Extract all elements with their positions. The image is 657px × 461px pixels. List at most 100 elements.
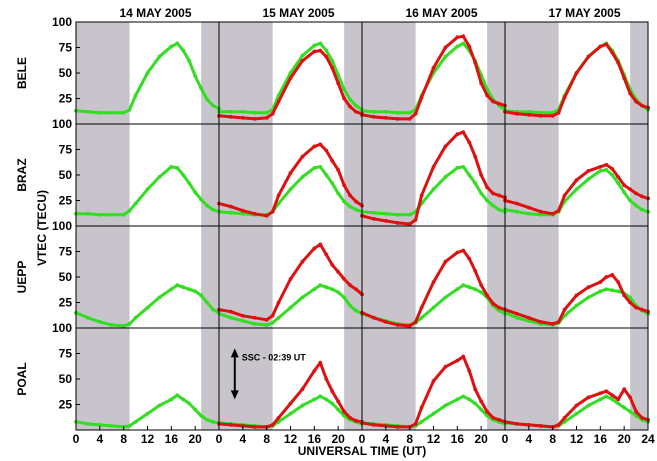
series-bele-2-storm-point (383, 115, 388, 120)
series-uepp-3-quiet-point (598, 289, 603, 294)
x-tick-label: 0 (73, 432, 80, 446)
series-braz-1-quiet-point (336, 191, 341, 196)
series-poal-1-quiet-point (342, 413, 347, 418)
series-bele-1-quiet-point (240, 109, 245, 114)
series-braz-1-quiet-point (288, 187, 293, 192)
series-bele-1-storm-point (264, 115, 269, 120)
series-poal-2-quiet-point (431, 411, 436, 416)
series-poal-0-quiet-point (157, 403, 162, 408)
series-braz-1-storm-point (324, 148, 329, 153)
series-uepp-2-storm-point (479, 283, 484, 288)
series-poal-1-storm-point (300, 387, 305, 392)
series-uepp-2-storm-point (497, 305, 501, 310)
series-uepp-1-storm-point (264, 317, 269, 322)
y-tick-label: 25 (59, 92, 73, 106)
series-uepp-1-quiet-point (264, 323, 269, 327)
series-bele-0-quiet-line (74, 41, 221, 115)
series-bele-2-quiet-point (443, 54, 448, 59)
series-uepp-3-storm-point (598, 280, 603, 284)
series-uepp-3-quiet-point (610, 288, 615, 293)
series-uepp-2-storm-point (407, 324, 412, 328)
y-tick-label: 75 (59, 41, 73, 55)
series-poal-3-storm-point (628, 395, 633, 400)
series-uepp-2-storm-point (372, 315, 376, 320)
series-poal-1-storm-point (348, 415, 352, 420)
series-uepp-1-storm-point (312, 246, 317, 251)
series-braz-2-storm-point (443, 144, 448, 149)
night-shade-poal-2-1 (487, 328, 505, 430)
night-shade-poal-1-0 (219, 328, 273, 430)
column-header: 17 MAY 2005 (548, 6, 620, 20)
x-tick-label: 4 (239, 432, 246, 446)
series-braz-3-storm-point (526, 205, 531, 210)
series-bele-3-storm-point (515, 111, 519, 116)
series-uepp-2-storm-point (485, 293, 490, 298)
series-braz-1-quiet-point (276, 201, 281, 206)
series-poal-1-storm-point (276, 415, 281, 420)
ssc-annotation: SSC - 02:39 UT (242, 352, 307, 362)
y-tick-label: 75 (59, 245, 73, 259)
series-poal-2-storm-point (455, 358, 460, 363)
series-bele-2-storm-point (473, 60, 478, 65)
series-poal-2-quiet-point (473, 401, 478, 406)
series-uepp-1-quiet-point (312, 287, 317, 292)
series-bele-1-storm-point (276, 99, 281, 104)
series-uepp-0-quiet-point (199, 293, 204, 298)
series-uepp-3-storm-point (526, 315, 531, 320)
night-shade-bele-1-0 (219, 22, 273, 124)
night-shade-poal-1-1 (344, 328, 362, 430)
night-shade-bele-2-0 (362, 22, 416, 124)
series-uepp-1-storm-point (229, 309, 233, 314)
series-braz-2-storm-point (431, 164, 436, 169)
series-uepp-1-storm-point (270, 313, 275, 318)
series-braz-0-quiet-point (145, 187, 150, 192)
series-poal-3-quiet-point (616, 401, 621, 406)
series-braz-1-storm-point (252, 211, 257, 216)
series-poal-1-storm-point (354, 418, 358, 423)
series-uepp-0-quiet-point (187, 287, 192, 292)
series-braz-3-quiet-point (526, 211, 531, 216)
x-tick-label: 0 (502, 432, 509, 446)
series-poal-2-storm-point (443, 364, 448, 369)
series-braz-0-quiet-point (181, 173, 186, 177)
series-uepp-1-quiet-point (348, 303, 352, 308)
series-poal-3-storm-point (640, 415, 644, 420)
series-poal-2-quiet-point (461, 394, 466, 399)
series-poal-2-storm-point (479, 399, 484, 404)
series-bele-3-storm-point (556, 110, 561, 115)
series-bele-0-quiet-point (205, 97, 209, 102)
series-poal-2-storm-point (383, 424, 388, 428)
series-uepp-2-quiet-point (455, 287, 460, 292)
series-bele-3-storm-point (598, 44, 603, 49)
series-poal-1-quiet-point (336, 407, 341, 412)
series-uepp-2-quiet-point (419, 315, 424, 320)
series-poal-3-storm-point (574, 403, 579, 408)
series-bele-1-storm-point (342, 96, 347, 101)
x-tick-label: 8 (406, 432, 413, 446)
series-braz-1-quiet-point (354, 207, 358, 212)
series-poal-1-storm-point (330, 389, 335, 394)
series-braz-1-storm-point (312, 144, 317, 149)
series-uepp-3-storm-point (550, 322, 555, 326)
series-bele-0-quiet-point (133, 93, 138, 98)
series-uepp-1-quiet-point (252, 322, 257, 326)
series-uepp-1-quiet-point (324, 285, 329, 290)
series-bele-0-quiet-point (121, 110, 126, 115)
series-bele-0-quiet-point (175, 41, 180, 46)
series-uepp-3-storm-point (586, 285, 591, 290)
series-bele-2-storm-point (431, 66, 436, 70)
y-tick-label: 75 (59, 347, 73, 361)
series-braz-2-storm-point (455, 132, 460, 137)
series-bele-2-storm-point (443, 45, 448, 50)
series-poal-2-quiet-point (467, 397, 472, 402)
series-uepp-1-storm-point (324, 252, 329, 257)
series-braz-1-storm-line (217, 142, 364, 218)
series-uepp-2-quiet-point (467, 285, 472, 290)
series-uepp-3-quiet-point (574, 303, 579, 308)
series-poal-2-storm-point (372, 423, 376, 427)
series-bele-1-storm-point (330, 66, 335, 70)
series-braz-0-quiet-point (175, 165, 180, 170)
y-tick-label: 75 (59, 143, 73, 157)
series-braz-3-storm-point (634, 191, 638, 196)
series-poal-2-storm-point (473, 387, 478, 392)
